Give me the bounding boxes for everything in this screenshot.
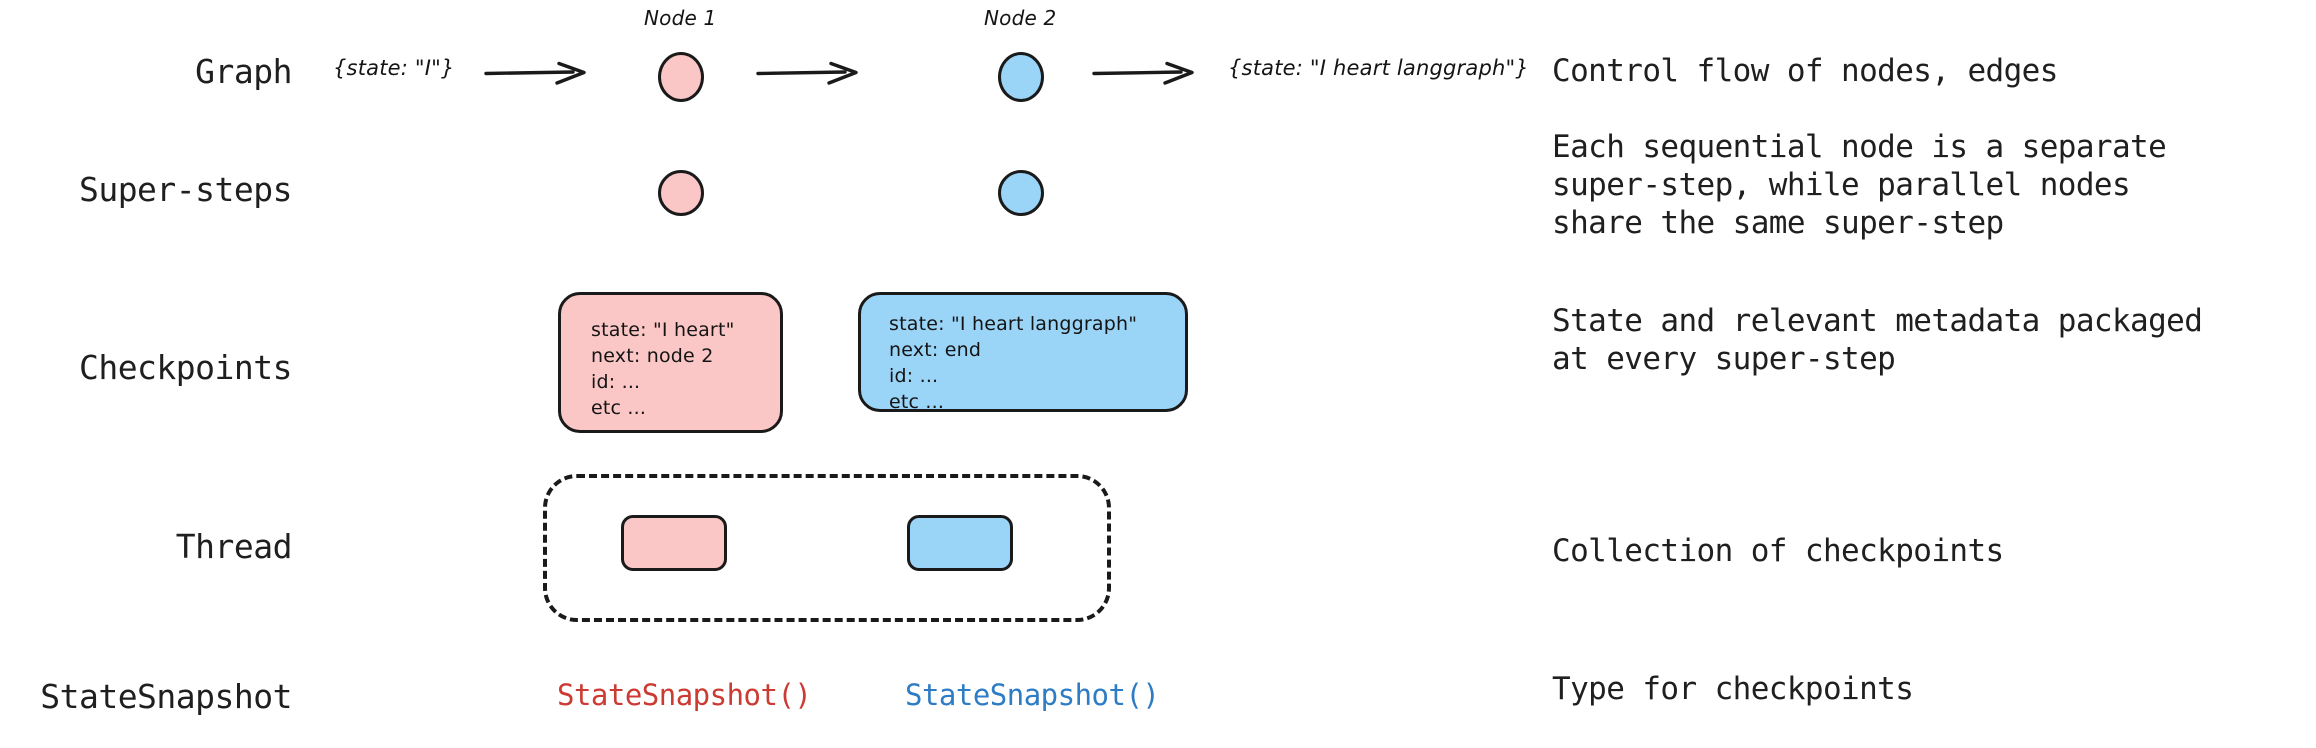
graph-arrow-3-icon (1092, 61, 1197, 85)
thread-checkpoint-chip-1 (621, 515, 727, 571)
row-label-state-snapshot: StateSnapshot (40, 677, 292, 716)
node-2-caption: Node 2 (984, 6, 1057, 30)
row-label-checkpoints: Checkpoints (78, 348, 293, 387)
super-step-node-1 (658, 170, 704, 216)
thread-checkpoint-chip-2 (907, 515, 1013, 571)
graph-input-state-annotation: {state: "I"} (333, 56, 455, 80)
description-thread: Collection of checkpoints (1552, 533, 2004, 569)
node-1-caption: Node 1 (644, 6, 717, 30)
row-label-graph: Graph (195, 52, 292, 91)
state-snapshot-code-2: StateSnapshot() (905, 678, 1160, 712)
description-super-steps: Each sequential node is a separate super… (1552, 129, 2167, 241)
graph-arrow-2-icon (756, 61, 861, 85)
graph-node-1 (658, 52, 704, 102)
graph-node-2 (998, 52, 1044, 102)
super-step-node-2 (998, 170, 1044, 216)
row-label-super-steps: Super-steps (78, 170, 293, 209)
checkpoint-box-2: state: "I heart langgraph" next: end id:… (858, 292, 1188, 413)
description-state-snapshot: Type for checkpoints (1552, 671, 1914, 707)
graph-output-state-annotation: {state: "I heart langgraph"} (1228, 56, 1529, 80)
description-graph: Control flow of nodes, edges (1552, 53, 2058, 89)
graph-arrow-1-icon (484, 61, 589, 85)
state-snapshot-code-1: StateSnapshot() (557, 678, 812, 712)
description-checkpoints: State and relevant metadata packaged at … (1552, 303, 2203, 377)
checkpoint-box-1: state: "I heart" next: node 2 id: ... et… (558, 292, 783, 433)
thread-container (543, 474, 1111, 622)
row-label-thread: Thread (175, 527, 293, 566)
